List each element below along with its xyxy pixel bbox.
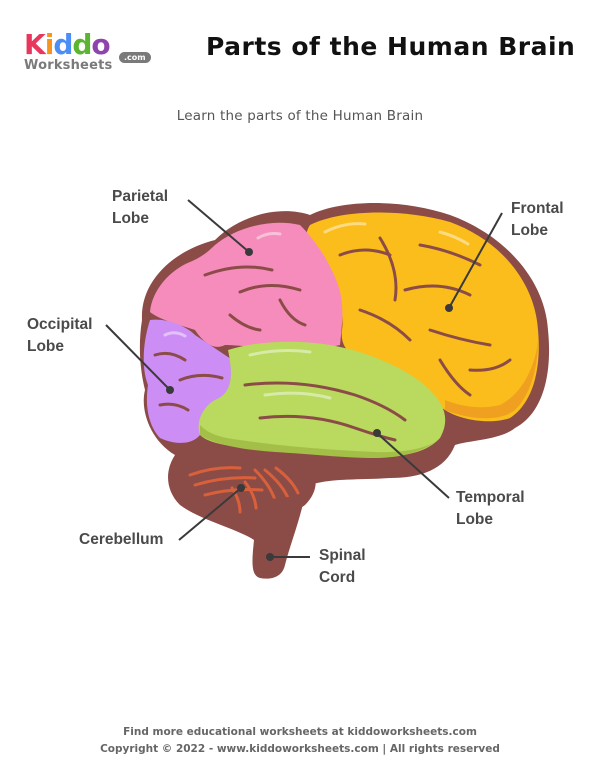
label-line: Lobe: [511, 222, 549, 239]
label-line: Cerebellum: [79, 531, 164, 548]
marker-temporal: [373, 429, 381, 437]
frontal-lobe-shade: [445, 340, 538, 419]
label-line: Spinal: [319, 547, 366, 564]
label-line: Occipital: [27, 316, 93, 333]
logo-letter: i: [44, 28, 55, 61]
label-line: Temporal: [456, 489, 525, 506]
leader-frontal: [448, 212, 503, 309]
label-parietal-lobe: Parietal Lobe: [112, 186, 168, 230]
leader-temporal: [376, 432, 450, 499]
page-title: Parts of the Human Brain: [206, 32, 576, 61]
leader-cerebellum: [178, 487, 242, 541]
label-occipital-lobe: Occipital Lobe: [27, 314, 92, 358]
label-frontal-lobe: Frontal Lobe: [511, 198, 564, 242]
label-line: Cord: [319, 569, 356, 586]
label-line: Lobe: [112, 210, 150, 227]
marker-cerebellum: [237, 484, 245, 492]
leader-parietal: [187, 199, 250, 253]
cerebellum-stripes: [188, 466, 300, 514]
label-spinal-cord: Spinal Cord: [319, 545, 366, 589]
kiddo-logo: Kiddo Worksheets .com: [24, 30, 154, 75]
label-line: Frontal: [511, 200, 564, 217]
label-line: Parietal: [112, 188, 169, 205]
spinal-cord: [252, 495, 305, 579]
label-temporal-lobe: Temporal Lobe: [456, 487, 525, 531]
logo-badge: .com: [119, 52, 151, 63]
page-subtitle: Learn the parts of the Human Brain: [176, 108, 424, 124]
footer-line-1: Find more educational worksheets at kidd…: [123, 726, 477, 738]
temporal-lobe-shade: [200, 425, 440, 458]
logo-letter: o: [91, 28, 110, 61]
label-line: Lobe: [27, 338, 65, 355]
label-cerebellum: Cerebellum: [79, 529, 163, 551]
marker-spinal: [266, 553, 274, 561]
label-line: Lobe: [456, 511, 494, 528]
logo-subtitle: Worksheets: [24, 58, 113, 73]
logo-letter: d: [53, 28, 73, 61]
temporal-lobe: [198, 341, 446, 457]
marker-frontal: [445, 304, 453, 312]
marker-parietal: [245, 248, 253, 256]
marker-occipital: [166, 386, 174, 394]
logo-wordmark: Kiddo: [24, 30, 154, 60]
footer-copyright: Copyright © 2022 - www.kiddoworksheets.c…: [100, 743, 500, 755]
logo-letter: d: [72, 28, 92, 61]
logo-letter: K: [24, 28, 46, 61]
leader-occipital: [105, 324, 171, 391]
